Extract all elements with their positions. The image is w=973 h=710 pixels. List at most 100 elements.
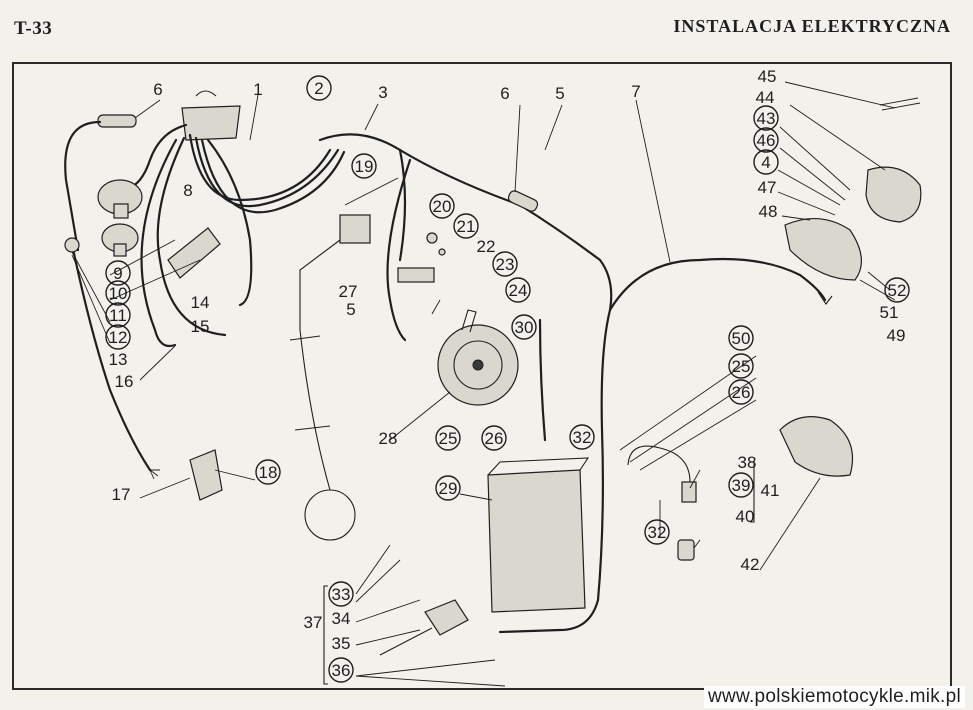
regulator-part <box>424 599 469 636</box>
callout-c10: 43 <box>753 105 779 131</box>
callout-number: 26 <box>732 383 751 402</box>
callout-circle <box>328 657 354 683</box>
page-title: INSTALACJA ELEKTRYCZNA <box>673 16 951 36</box>
wire-to-switch <box>206 138 253 307</box>
callout-circle <box>728 325 754 351</box>
callout-circle <box>644 519 670 545</box>
callout-c20: 23 <box>492 251 518 277</box>
callout-c21: 24 <box>505 277 531 303</box>
callout-number: 39 <box>732 476 751 495</box>
callout-circle <box>753 149 779 175</box>
callout-number: 48 <box>759 202 778 221</box>
callout-c3: 2 <box>306 75 332 101</box>
callout-number: 33 <box>332 585 351 604</box>
callout-circle <box>255 459 281 485</box>
wire-loop-outer <box>140 138 178 348</box>
callout-c9: 44 <box>756 88 775 107</box>
horn-grille <box>453 340 503 390</box>
leader-lines <box>71 81 896 687</box>
screw-b <box>294 425 331 431</box>
callout-circle <box>328 581 354 607</box>
diagram-frame <box>12 62 952 690</box>
callout-circle <box>728 353 754 379</box>
callout-circle <box>105 302 131 328</box>
callout-number: 12 <box>109 328 128 347</box>
callout-c27: 14 <box>191 293 210 312</box>
callout-circle <box>511 314 537 340</box>
callout-number: 37 <box>304 613 323 632</box>
callout-number: 49 <box>887 326 906 345</box>
callout-number: 32 <box>648 523 667 542</box>
screw-a <box>289 335 321 341</box>
callout-c8: 45 <box>758 67 777 86</box>
callout-circle <box>753 105 779 131</box>
callout-circle <box>884 277 910 303</box>
bulb-b-base-part <box>113 243 127 257</box>
callout-number: 23 <box>496 255 515 274</box>
cable-38-part <box>627 445 691 483</box>
bulb-a-base-part <box>113 203 129 219</box>
callout-c53: 34 <box>332 609 351 628</box>
lamp-42-part <box>779 416 854 477</box>
bracket-17-part <box>189 449 223 501</box>
tail-lamp-part <box>784 217 862 281</box>
callout-number: 51 <box>880 303 899 322</box>
callout-circle <box>753 127 779 153</box>
callout-number: 44 <box>756 88 775 107</box>
callout-number: 14 <box>191 293 210 312</box>
wire-7-hook <box>817 291 833 305</box>
callout-c39: 28 <box>379 429 398 448</box>
callout-c26: 13 <box>109 350 128 369</box>
callout-c52: 33 <box>328 581 354 607</box>
bracket-22-part <box>397 267 435 283</box>
wire-27-thin <box>299 239 341 491</box>
wire-bundle-c <box>200 138 346 214</box>
callout-number: 8 <box>183 181 192 200</box>
callout-number: 34 <box>332 609 351 628</box>
callout-c19: 22 <box>477 237 496 256</box>
cap-38-part <box>681 481 697 503</box>
callout-c35: 49 <box>887 326 906 345</box>
callout-c4: 3 <box>378 83 387 102</box>
callout-number: 10 <box>109 284 128 303</box>
wire-ends <box>149 469 160 480</box>
callout-circle <box>351 153 377 179</box>
callout-c13: 47 <box>758 178 777 197</box>
callout-number: 2 <box>314 79 323 98</box>
callout-number: 19 <box>355 157 374 176</box>
callout-number: 6 <box>500 84 509 103</box>
callout-c7: 7 <box>631 82 640 101</box>
callout-c37: 25 <box>728 353 754 379</box>
callout-c48: 41 <box>761 481 780 500</box>
wiring-harness-drawing <box>64 90 922 656</box>
wire-loop-left <box>156 136 227 337</box>
callout-c34: 51 <box>880 303 899 322</box>
page-header: T-33 INSTALACJA ELEKTRYCZNA <box>0 0 973 48</box>
callout-circle <box>505 277 531 303</box>
callout-number: 18 <box>259 463 278 482</box>
callout-number: 29 <box>439 479 458 498</box>
callout-number: 35 <box>332 634 351 653</box>
plug-40-part <box>677 539 695 561</box>
callout-number: 30 <box>515 318 534 337</box>
callout-circle <box>105 260 131 286</box>
callout-number: 38 <box>738 453 757 472</box>
wire-3-down <box>398 148 407 262</box>
callout-number: 50 <box>732 329 751 348</box>
callout-c22: 9 <box>105 260 131 286</box>
washer-20-part <box>426 232 438 244</box>
ground-ring-part <box>304 489 356 541</box>
callout-c17: 20 <box>429 193 455 219</box>
wire-3-left <box>386 158 412 342</box>
fuse-holder-left-part <box>97 114 137 128</box>
callout-number: 42 <box>741 555 760 574</box>
callout-circle <box>453 213 479 239</box>
callout-number: 26 <box>485 429 504 448</box>
fuse-holder-mid-part <box>507 190 539 212</box>
callout-c33: 52 <box>884 277 910 303</box>
horn-center <box>472 359 484 371</box>
callout-number: 25 <box>439 429 458 448</box>
callout-c16: 19 <box>351 153 377 179</box>
callout-c29: 16 <box>115 372 134 391</box>
